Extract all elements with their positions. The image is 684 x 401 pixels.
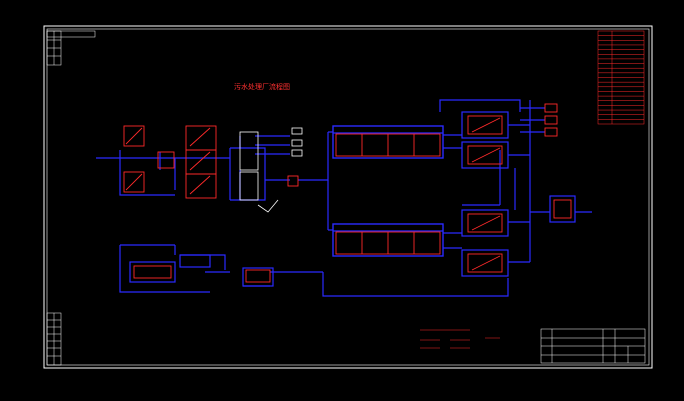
top-left-binding-strip — [46, 30, 96, 66]
bottom-left-binding-strip — [46, 312, 62, 366]
drawing-title: 污水处理厂流程图 — [234, 82, 290, 91]
blower-equipment — [239, 127, 303, 213]
drawing-frame — [43, 25, 653, 369]
drawing-notes — [420, 329, 500, 349]
pipe-network — [96, 99, 592, 297]
legend-table — [597, 30, 645, 125]
equipment-symbols — [123, 103, 572, 283]
title-block — [540, 328, 646, 364]
